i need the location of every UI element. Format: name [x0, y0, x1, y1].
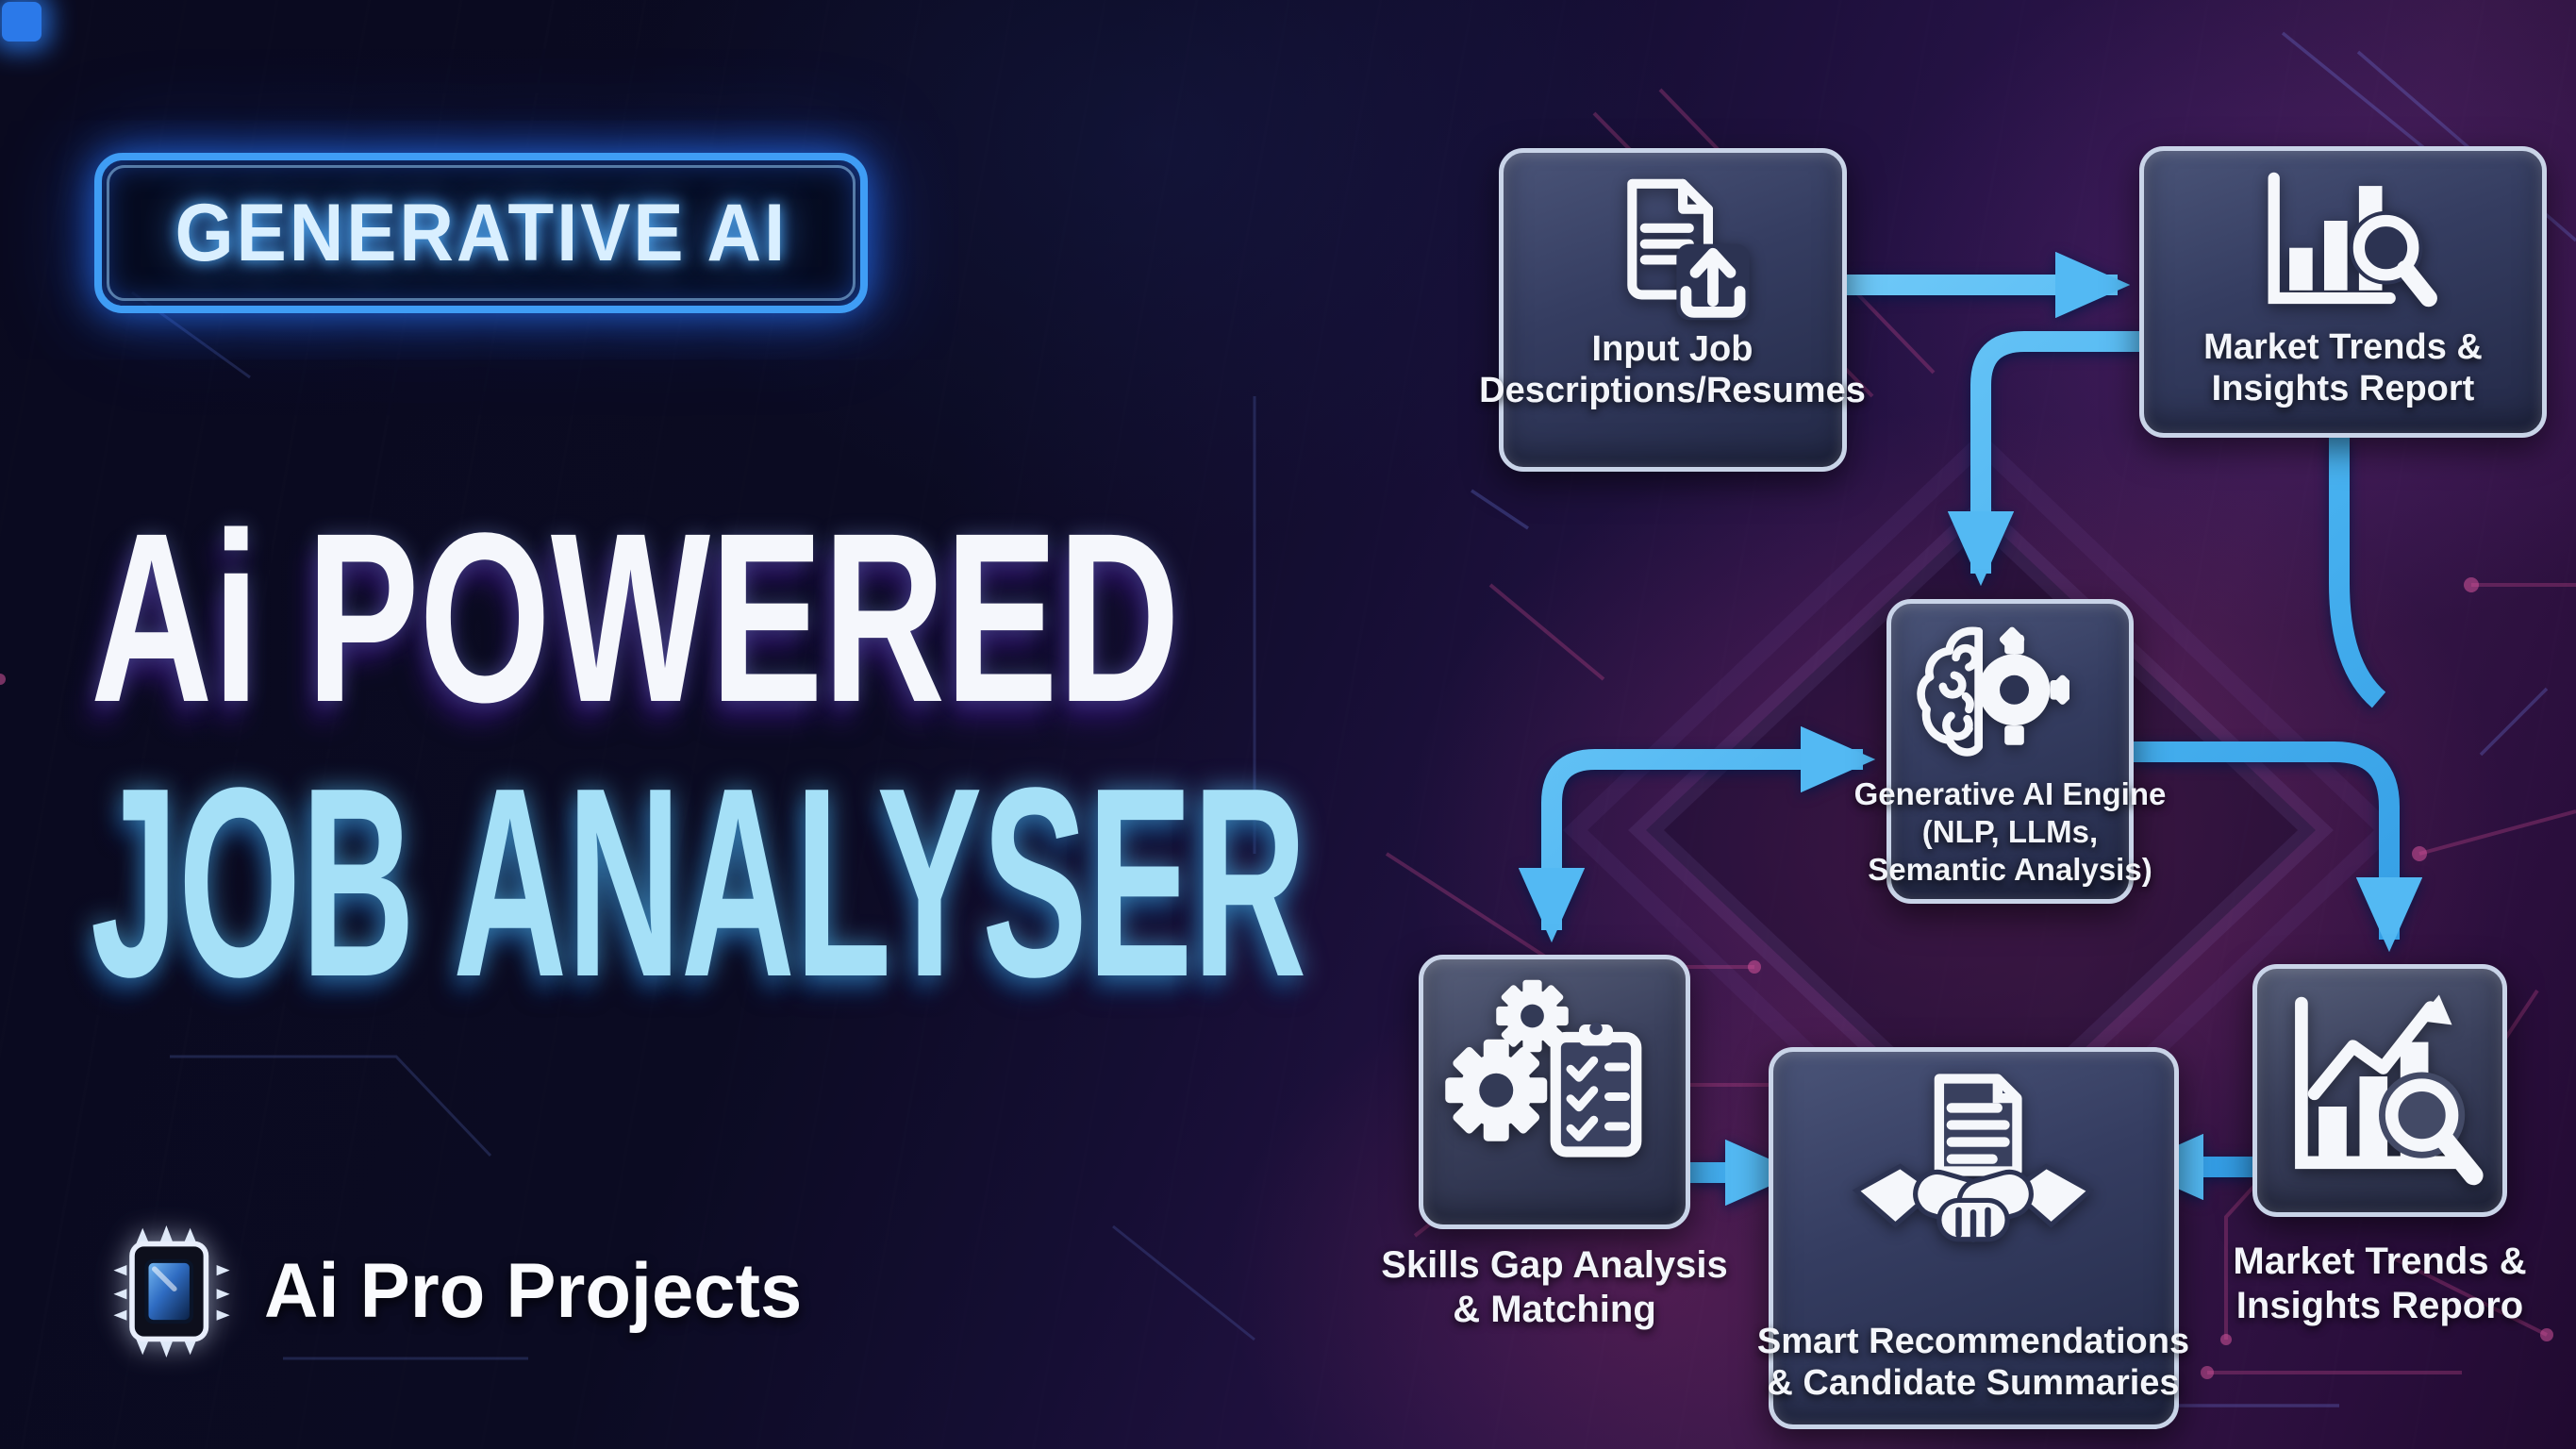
- badge-label: GENERATIVE AI: [175, 187, 788, 278]
- arrow-market-down-segment: [2329, 438, 2386, 708]
- gears-checklist-icon: [1445, 979, 1642, 1158]
- node-market-trends-top: [2139, 146, 2547, 438]
- arrow-market-to-engine: [1947, 331, 2139, 587]
- growth-chart-magnifier-icon: [2295, 994, 2484, 1186]
- arrow-engine-and-skills-elbow: [1518, 725, 1876, 943]
- title-line-1: Ai POWERED: [91, 483, 1180, 753]
- corner-glow-accent: [2, 2, 42, 42]
- handshake-document-icon: [1852, 1074, 2095, 1242]
- brain-gear-icon: [1917, 626, 2069, 757]
- arrow-engine-to-market-bottom: [2134, 741, 2423, 953]
- bar-chart-magnifier-icon: [2268, 172, 2437, 308]
- brand-lockup: Ai Pro Projects: [106, 1224, 819, 1358]
- title-line-2: JOB ANALYSER: [91, 731, 1307, 1033]
- document-upload-icon: [1627, 178, 1750, 321]
- brand-name: Ai Pro Projects: [264, 1248, 803, 1334]
- generative-ai-badge: GENERATIVE AI: [94, 153, 868, 313]
- cpu-chip-icon: [113, 1225, 230, 1357]
- node-input-docs: [1499, 148, 1847, 472]
